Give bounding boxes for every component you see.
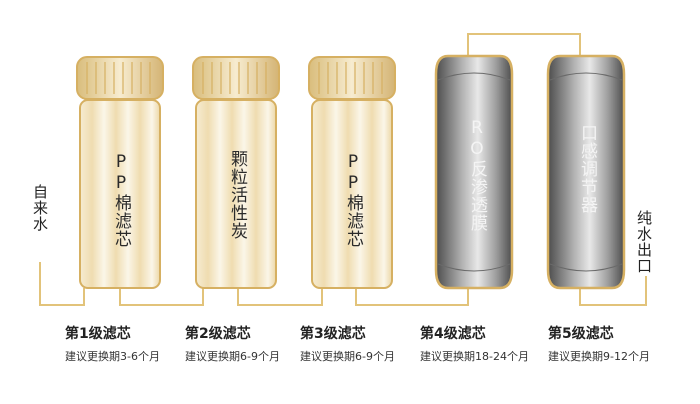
filter-5-cap-curve-top	[549, 72, 623, 81]
filter-4-body	[434, 54, 514, 290]
filter-3	[308, 56, 396, 289]
pipe-3-4	[355, 288, 469, 306]
filter-2-stage: 第2级滤芯	[185, 326, 251, 342]
filter-5	[546, 54, 626, 290]
outlet-label: 纯水出口	[635, 210, 653, 274]
filter-5-replace: 建议更换期9-12个月	[548, 350, 650, 363]
filter-2-body	[195, 99, 277, 289]
filter-3-stage: 第3级滤芯	[300, 326, 366, 342]
pipe-lines	[39, 33, 647, 306]
filter-2	[192, 56, 280, 289]
pipe-2-3	[237, 288, 323, 306]
outlet-pipe	[579, 276, 647, 306]
filter-1-name: PP棉滤芯	[111, 152, 131, 248]
pipe-4-5-top	[467, 33, 581, 56]
filter-4-stage: 第4级滤芯	[420, 326, 486, 342]
filter-1-replace: 建议更换期3-6个月	[65, 350, 160, 363]
filter-5-stage: 第5级滤芯	[548, 326, 614, 342]
filter-4	[434, 54, 514, 290]
filter-3-name: PP棉滤芯	[343, 152, 363, 248]
filter-3-body	[311, 99, 393, 289]
filter-4-replace: 建议更换期18-24个月	[420, 350, 529, 363]
filter-1-stage: 第1级滤芯	[65, 326, 131, 342]
inlet-pipe	[39, 262, 85, 306]
filter-5-body	[546, 54, 626, 290]
filter-2-name: 颗粒活性炭	[227, 150, 247, 240]
inlet-label: 自来水	[31, 184, 49, 232]
filter-4-cap-curve-bottom	[437, 263, 511, 272]
filter-1-body	[79, 99, 161, 289]
filter-2-cap-ridges	[202, 62, 267, 94]
pipe-1-2	[119, 288, 204, 306]
filter-3-cap-ridges	[318, 62, 383, 94]
filter-1	[76, 56, 164, 289]
filter-3-replace: 建议更换期6-9个月	[300, 350, 395, 363]
filter-2-replace: 建议更换期6-9个月	[185, 350, 280, 363]
filter-4-name: RO反渗透膜	[467, 118, 487, 232]
filter-5-name: 口感调节器	[577, 124, 597, 214]
filter-1-cap-ridges	[86, 62, 151, 94]
filter-4-cap-curve-top	[437, 72, 511, 81]
filter-5-cap-curve-bottom	[549, 263, 623, 272]
